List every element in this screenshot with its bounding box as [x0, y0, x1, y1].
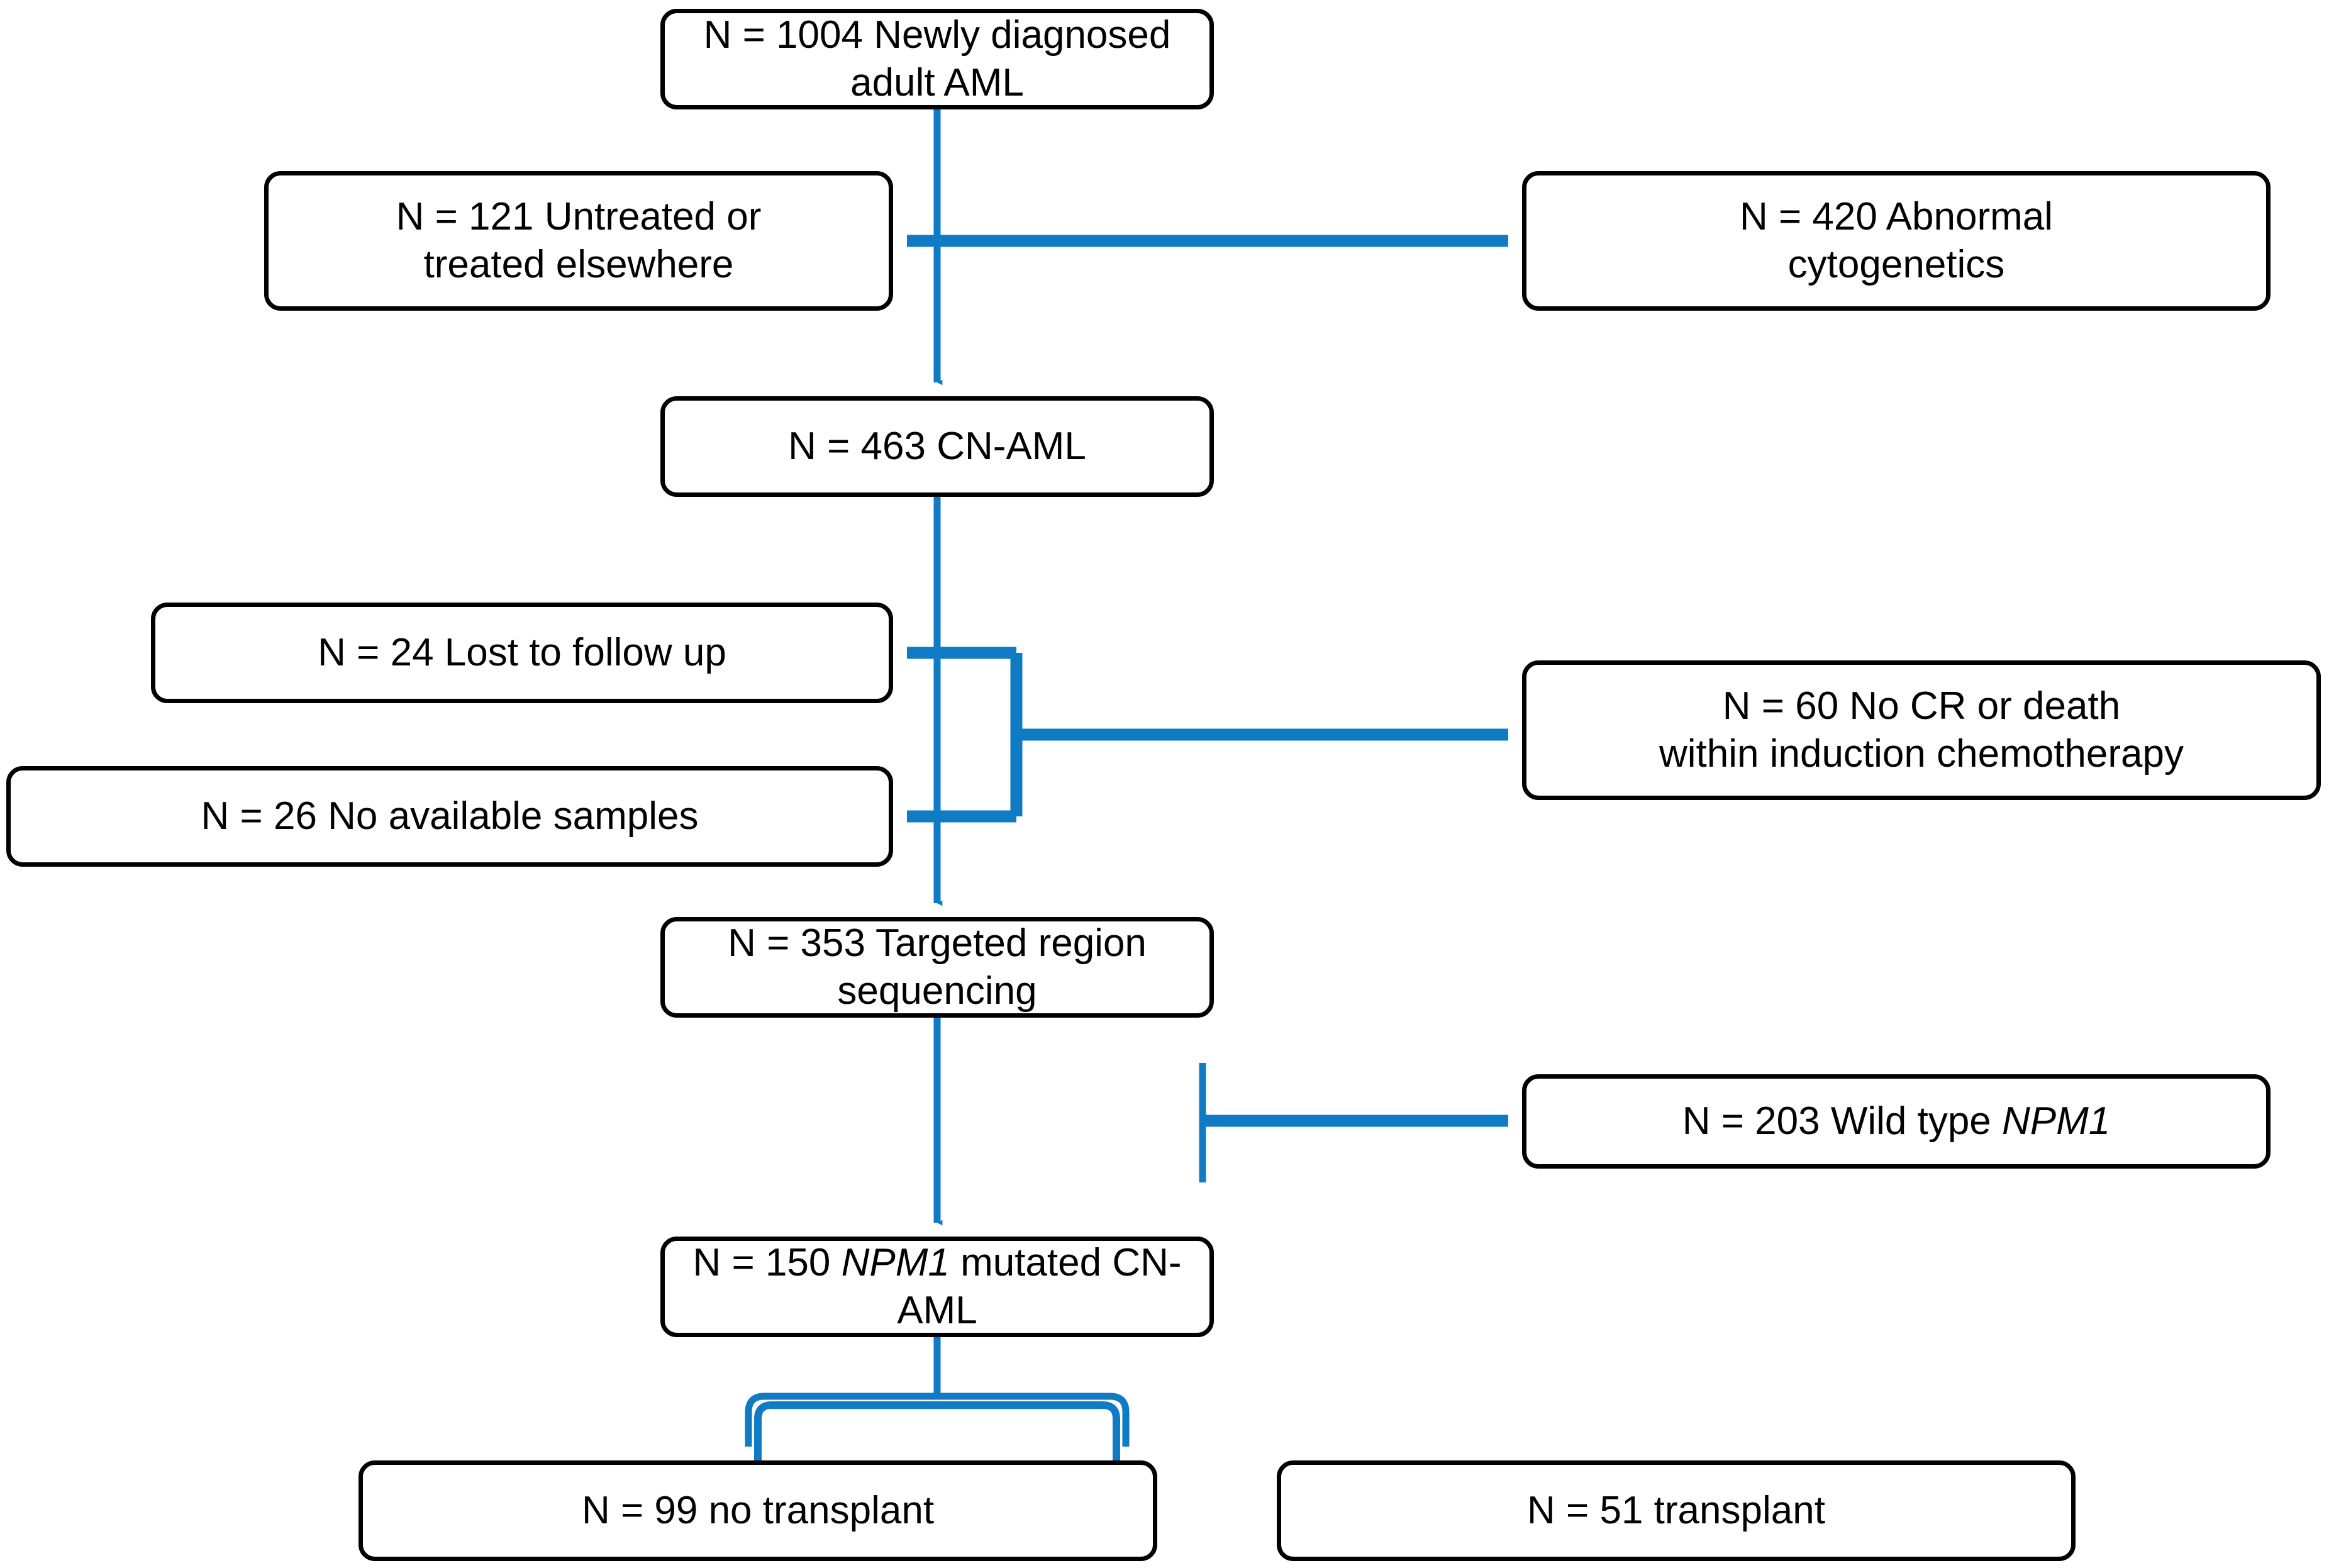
node-targeted-sequencing[interactable]: N = 353 Targeted region sequencing: [660, 917, 1214, 1018]
node-no-available-samples[interactable]: N = 26 No available samples: [6, 766, 893, 867]
node-lost-follow-up[interactable]: N = 24 Lost to follow up: [151, 603, 893, 703]
connector-trunk-lower: [933, 1018, 1509, 1226]
connector-bracket-24-26-60: [906, 647, 1509, 823]
node-newly-diagnosed[interactable]: N = 1004 Newly diagnosed adult AML: [660, 9, 1214, 109]
connector-bracket-bottom-wide: [748, 1400, 1126, 1460]
node-transplant-label: N = 51 transplant: [1527, 1489, 1825, 1533]
node-untreated-elsewhere[interactable]: N = 121 Untreated or treated elsewhere: [264, 171, 893, 311]
node-newly-diagnosed-label: N = 1004 Newly diagnosed adult AML: [703, 13, 1171, 104]
node-cn-aml[interactable]: N = 463 CN-AML: [660, 396, 1214, 497]
node-untreated-elsewhere-label: N = 121 Untreated or treated elsewhere: [396, 195, 762, 286]
node-no-cr-or-death[interactable]: N = 60 No CR or death within induction c…: [1522, 660, 2321, 800]
node-abnormal-cytogenetics[interactable]: N = 420 Abnormal cytogenetics: [1522, 171, 2271, 311]
node-transplant[interactable]: N = 51 transplant: [1277, 1460, 2076, 1561]
node-targeted-sequencing-label: N = 353 Targeted region sequencing: [728, 921, 1147, 1013]
node-npm1-mutated[interactable]: N = 150 NPM1 mutated CN-AML: [660, 1237, 1214, 1337]
node-no-cr-or-death-label: N = 60 No CR or death within induction c…: [1659, 684, 2184, 776]
node-no-transplant-label: N = 99 no transplant: [581, 1489, 935, 1533]
connector-bracket-bottom-split: [745, 1337, 1130, 1447]
node-wild-type-npm1[interactable]: N = 203 Wild type NPM1: [1522, 1074, 2271, 1169]
node-lost-follow-up-label: N = 24 Lost to follow up: [318, 631, 726, 675]
node-no-transplant[interactable]: N = 99 no transplant: [359, 1460, 1157, 1561]
node-wild-type-npm1-label: N = 203 Wild type NPM1: [1682, 1099, 2111, 1143]
node-abnormal-cytogenetics-label: N = 420 Abnormal cytogenetics: [1739, 195, 2054, 286]
node-npm1-mutated-label: N = 150 NPM1 mutated CN-AML: [692, 1241, 1182, 1332]
node-no-available-samples-label: N = 26 No available samples: [201, 794, 699, 838]
node-cn-aml-label: N = 463 CN-AML: [788, 425, 1086, 469]
